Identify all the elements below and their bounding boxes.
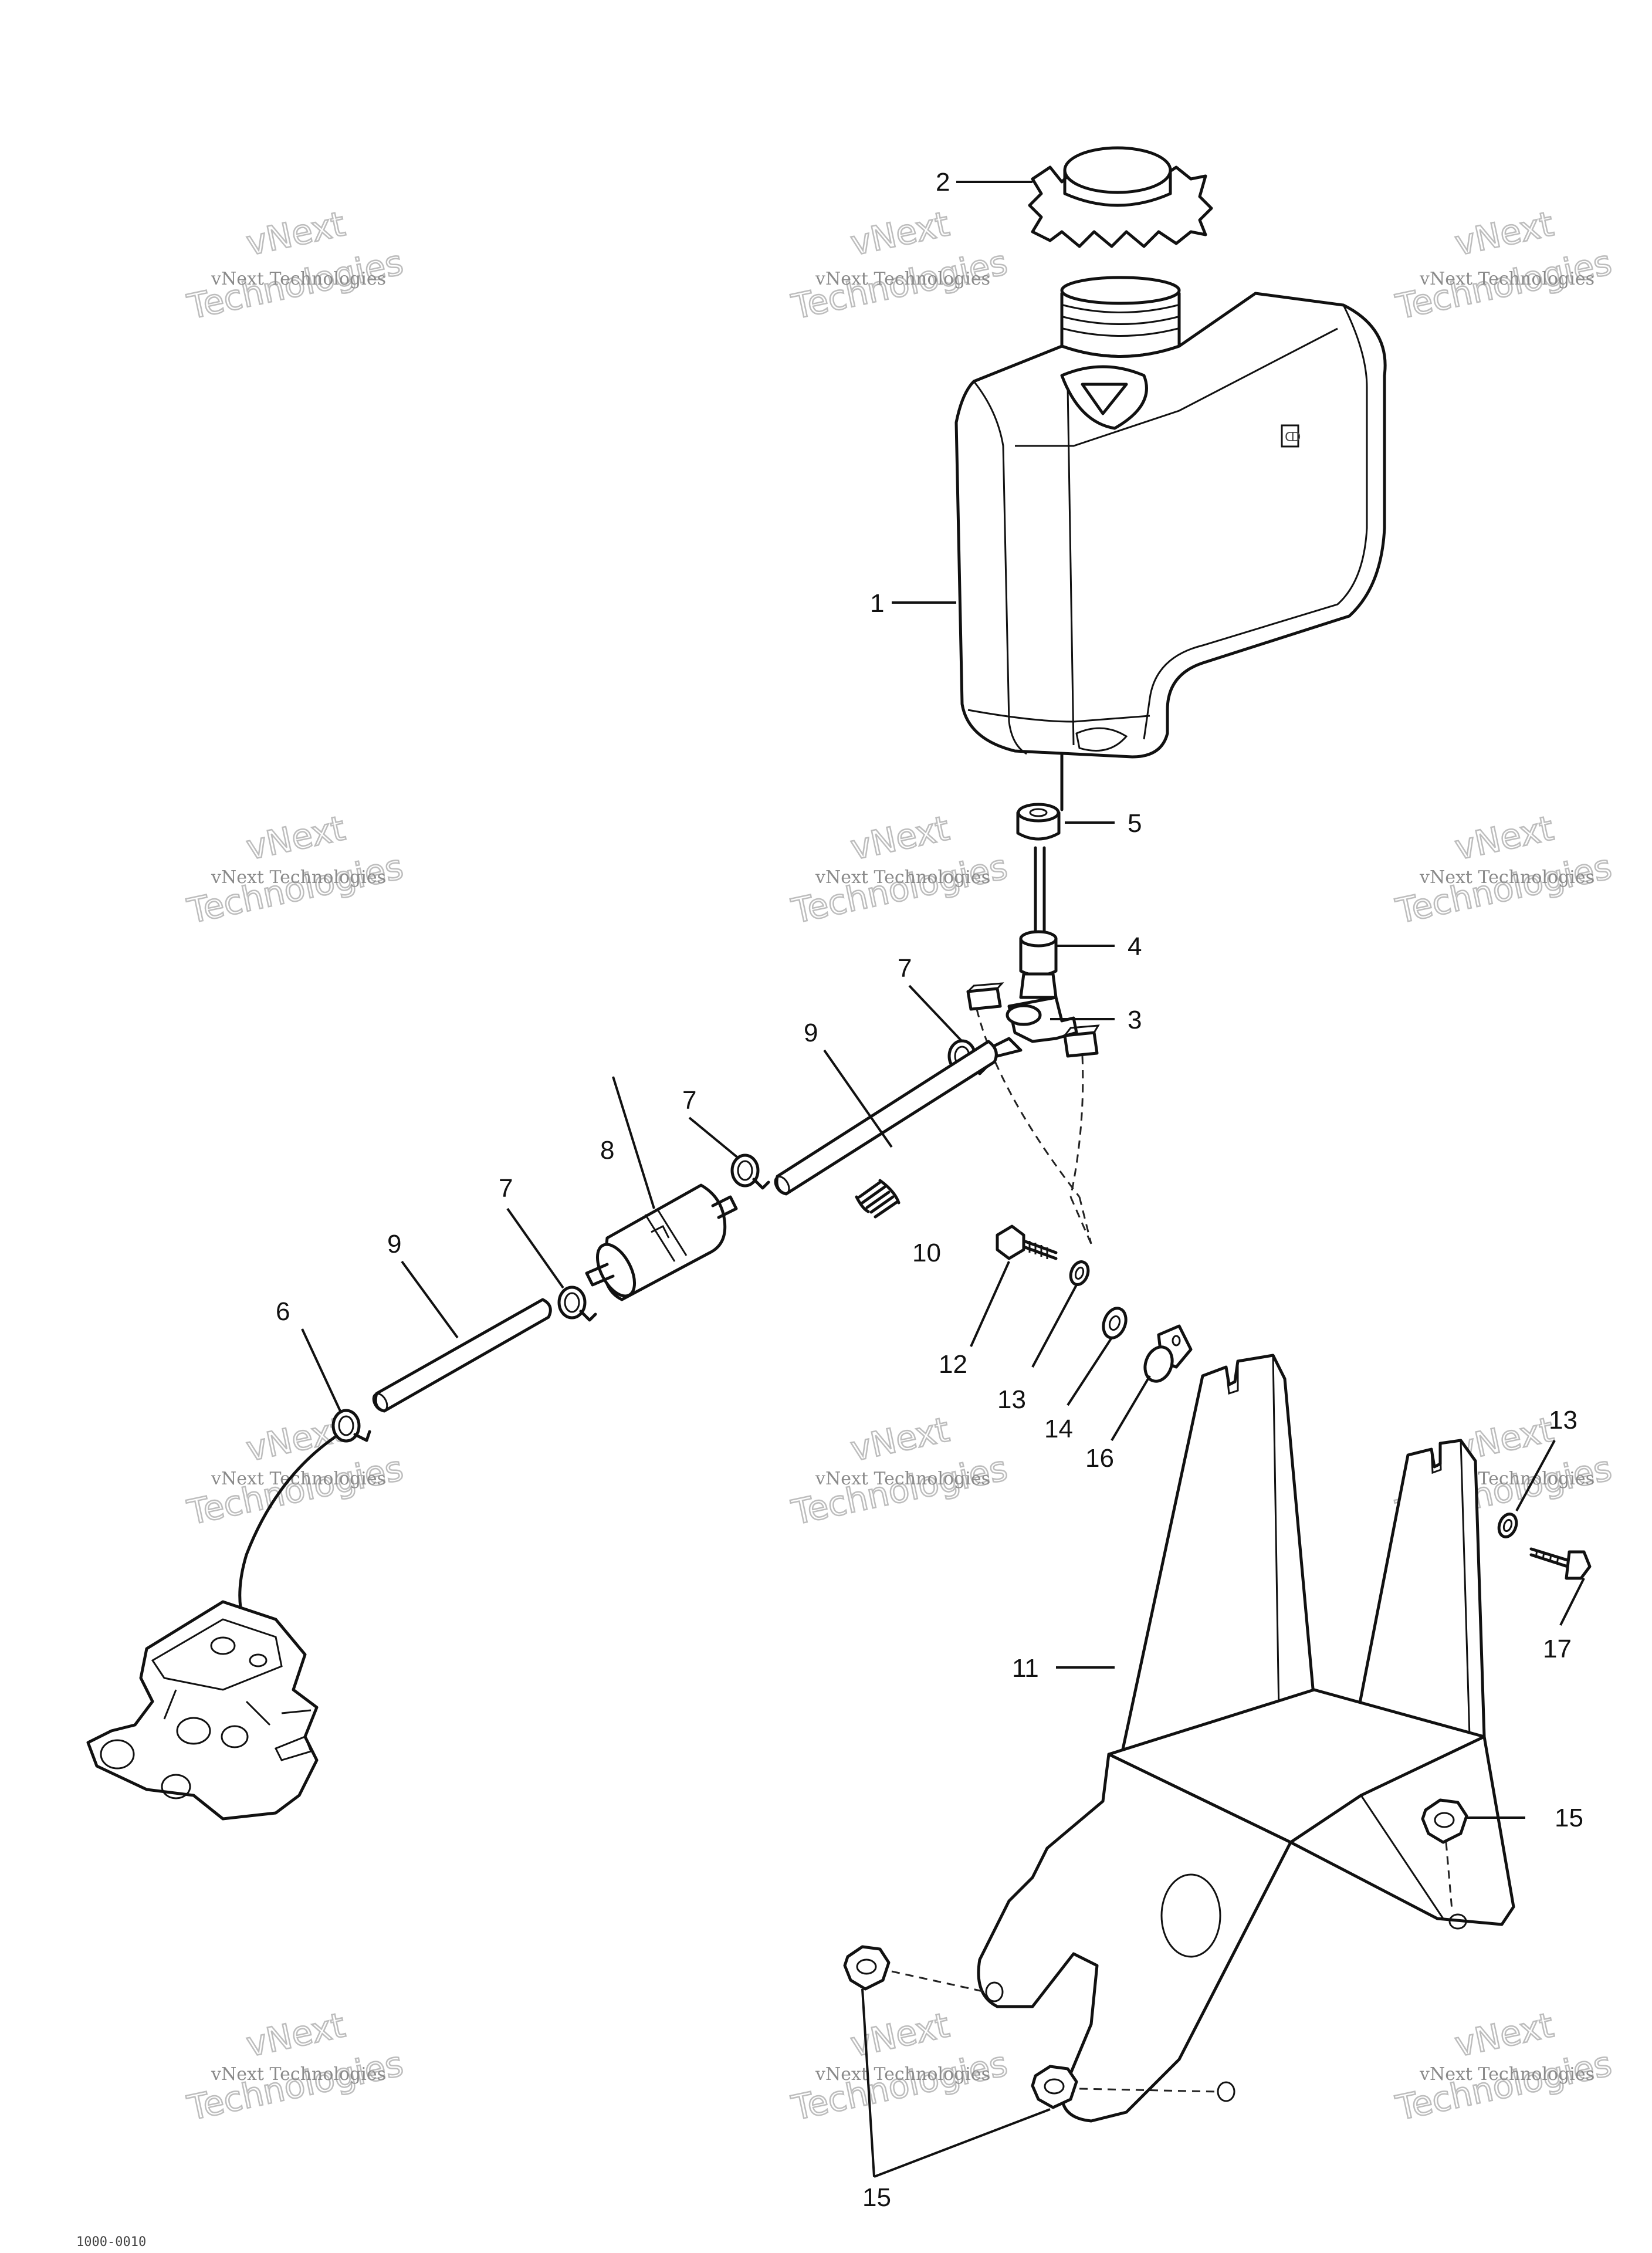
watermark: vNext Technologies <box>183 807 407 932</box>
watermark-text: vNext Technologies <box>815 867 990 888</box>
part-3-t-fitting <box>982 972 1078 1061</box>
watermark-text: vNext Technologies <box>1419 269 1595 289</box>
part-5-grommet <box>1016 803 1061 841</box>
callout-17: 17 <box>1543 1635 1572 1663</box>
watermark-text-technologies: Technologies <box>788 1448 1011 1533</box>
callout-15: 15 <box>862 2183 891 2212</box>
callout-15: 15 <box>1555 1804 1583 1832</box>
part-10-spring <box>855 1179 901 1219</box>
oil-pump <box>86 1600 319 1821</box>
part-12-screw <box>996 1224 1058 1260</box>
watermark-text-technologies: Technologies <box>1392 2044 1615 2128</box>
part-4-fitting <box>1019 846 1058 977</box>
watermark-text-vnext: vNext <box>847 1409 953 1469</box>
callout-7: 7 <box>499 1174 513 1203</box>
watermark-text-vnext: vNext <box>1451 204 1557 263</box>
watermark-text: vNext Technologies <box>211 867 386 888</box>
part-13-lock-washer <box>1069 1260 1090 1286</box>
protective-cap-left <box>966 982 1081 1197</box>
part-6-clamp <box>238 1409 371 1609</box>
watermark-text: vNext Technologies <box>211 1469 386 1489</box>
callout-10: 10 <box>912 1239 941 1267</box>
callout-5: 5 <box>1128 809 1142 838</box>
watermark-text-vnext: vNext <box>243 808 348 868</box>
callouts: 2 1 5 4 3 7 9 7 8 7 9 6 10 12 13 14 16 1… <box>276 168 1583 2212</box>
callout-7: 7 <box>682 1086 696 1115</box>
callout-13: 13 <box>1549 1406 1577 1435</box>
callout-9: 9 <box>804 1019 818 1047</box>
watermark-text-technologies: Technologies <box>788 2044 1011 2128</box>
part-9-hose <box>774 1040 998 1196</box>
watermark: vNext Technologies <box>787 203 1011 328</box>
callout-14: 14 <box>1044 1415 1073 1443</box>
footer-reference: 1000-0010 <box>76 2235 146 2249</box>
watermark: vNext Technologies <box>183 203 407 328</box>
callout-12: 12 <box>939 1350 967 1379</box>
part-15-nut <box>843 1945 986 1993</box>
callout-7: 7 <box>898 954 912 983</box>
callout-3: 3 <box>1128 1006 1142 1034</box>
part-1-oil-tank: ↀ <box>954 276 1387 811</box>
watermark-text: vNext Technologies <box>1419 2064 1595 2085</box>
part-14-flat-washer <box>1102 1307 1128 1339</box>
part-13-lock-washer <box>1497 1513 1518 1538</box>
watermark: vNext Technologies <box>787 807 1011 932</box>
protective-cap-right <box>1063 1024 1100 1197</box>
watermark-text-vnext: vNext <box>847 808 953 868</box>
watermark-text-technologies: Technologies <box>184 1448 407 1533</box>
watermark-text-vnext: vNext <box>847 204 953 263</box>
watermark: vNext Technologies <box>787 2004 1011 2129</box>
part-17-bolt <box>1529 1547 1592 1580</box>
watermark-text: vNext Technologies <box>211 269 386 289</box>
watermark-text-technologies: Technologies <box>184 847 407 931</box>
watermark: vNext Technologies <box>1392 203 1616 328</box>
watermark-text-vnext: vNext <box>1451 808 1557 868</box>
watermark: vNext Technologies <box>787 1409 1011 1534</box>
callout-11: 11 <box>1012 1654 1039 1683</box>
tank-mark: ↀ <box>1285 430 1301 445</box>
watermark-text-technologies: Technologies <box>1392 847 1615 931</box>
watermark-text-vnext: vNext <box>243 2005 348 2065</box>
callout-6: 6 <box>276 1297 290 1326</box>
callout-1: 1 <box>870 589 884 618</box>
part-15-nut <box>1031 2065 1218 2109</box>
watermark-text: vNext Technologies <box>815 1469 990 1489</box>
callout-2: 2 <box>936 168 950 197</box>
watermark: vNext Technologies <box>1392 807 1616 932</box>
watermark-text-vnext: vNext <box>1451 2005 1557 2065</box>
part-8-fuel-filter <box>585 1183 738 1301</box>
watermark-text: vNext Technologies <box>1419 867 1595 888</box>
guide-line <box>1069 1196 1092 1244</box>
watermark-text: vNext Technologies <box>815 2064 990 2085</box>
part-7-clamp <box>557 1286 597 1322</box>
callout-8: 8 <box>600 1136 614 1165</box>
watermark-text: vNext Technologies <box>815 269 990 289</box>
part-15-nut <box>1421 1798 1468 1910</box>
watermark-text-vnext: vNext <box>243 204 348 263</box>
callout-9: 9 <box>387 1230 401 1259</box>
part-7-clamp <box>730 1153 770 1190</box>
callout-16: 16 <box>1085 1444 1114 1473</box>
leader-lines <box>301 181 1585 2178</box>
watermark: vNext Technologies <box>183 1409 407 1534</box>
part-2-tank-cap <box>1028 146 1213 248</box>
part-9-hose <box>372 1298 552 1413</box>
watermark: vNext Technologies <box>183 2004 407 2129</box>
watermark: vNext Technologies <box>1392 2004 1616 2129</box>
watermark-text-technologies: Technologies <box>788 847 1011 931</box>
part-11-bracket <box>977 1354 1515 2123</box>
watermark-text-technologies: Technologies <box>184 2044 407 2128</box>
watermark-text: vNext Technologies <box>211 2064 386 2085</box>
callout-4: 4 <box>1128 932 1142 961</box>
callout-13: 13 <box>997 1385 1026 1414</box>
part-16-clip <box>1143 1324 1193 1383</box>
